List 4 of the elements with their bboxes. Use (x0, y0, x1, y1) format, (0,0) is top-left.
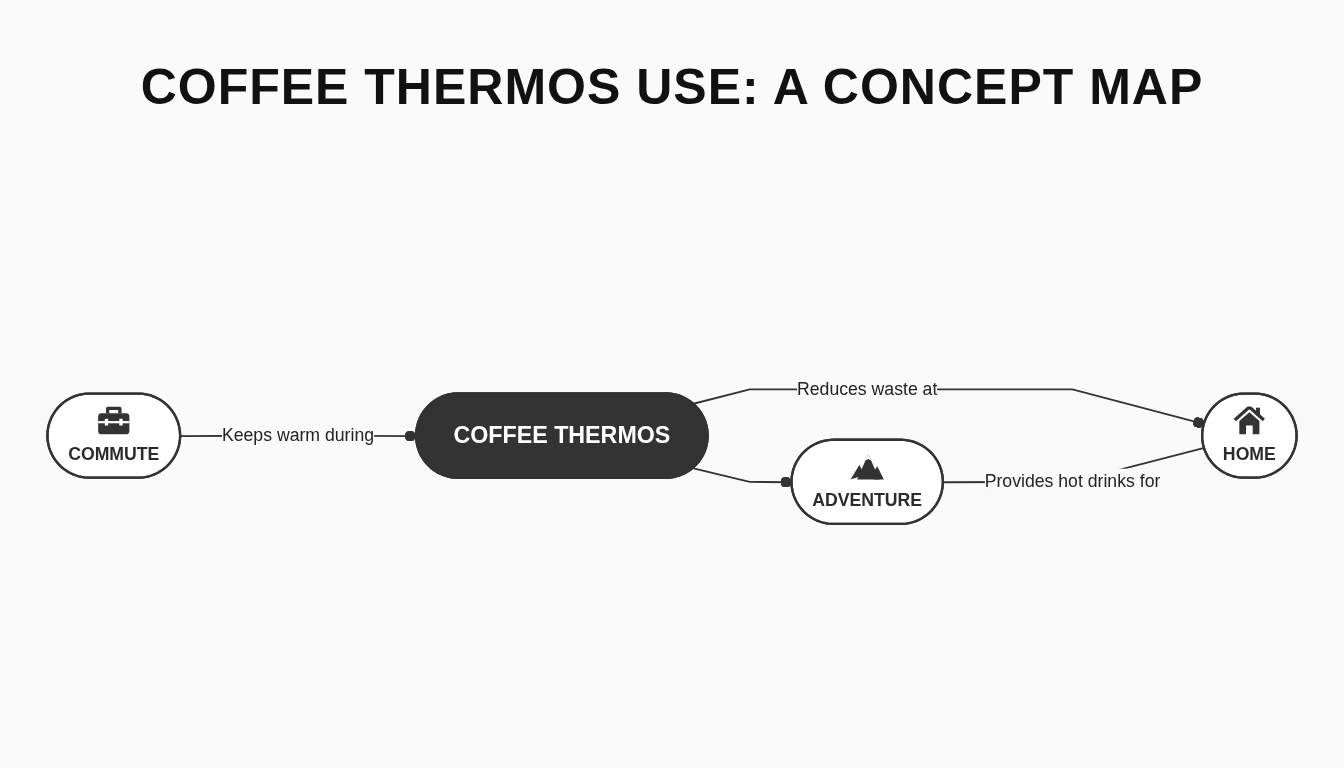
title: COFFEE THERMOS USE: A CONCEPT MAP (140, 58, 1204, 116)
edge-label: Reduces waste at (796, 378, 938, 399)
edge-label: Keeps warm during (221, 425, 375, 445)
edge-label: Provides hot drinks for (984, 471, 1161, 491)
